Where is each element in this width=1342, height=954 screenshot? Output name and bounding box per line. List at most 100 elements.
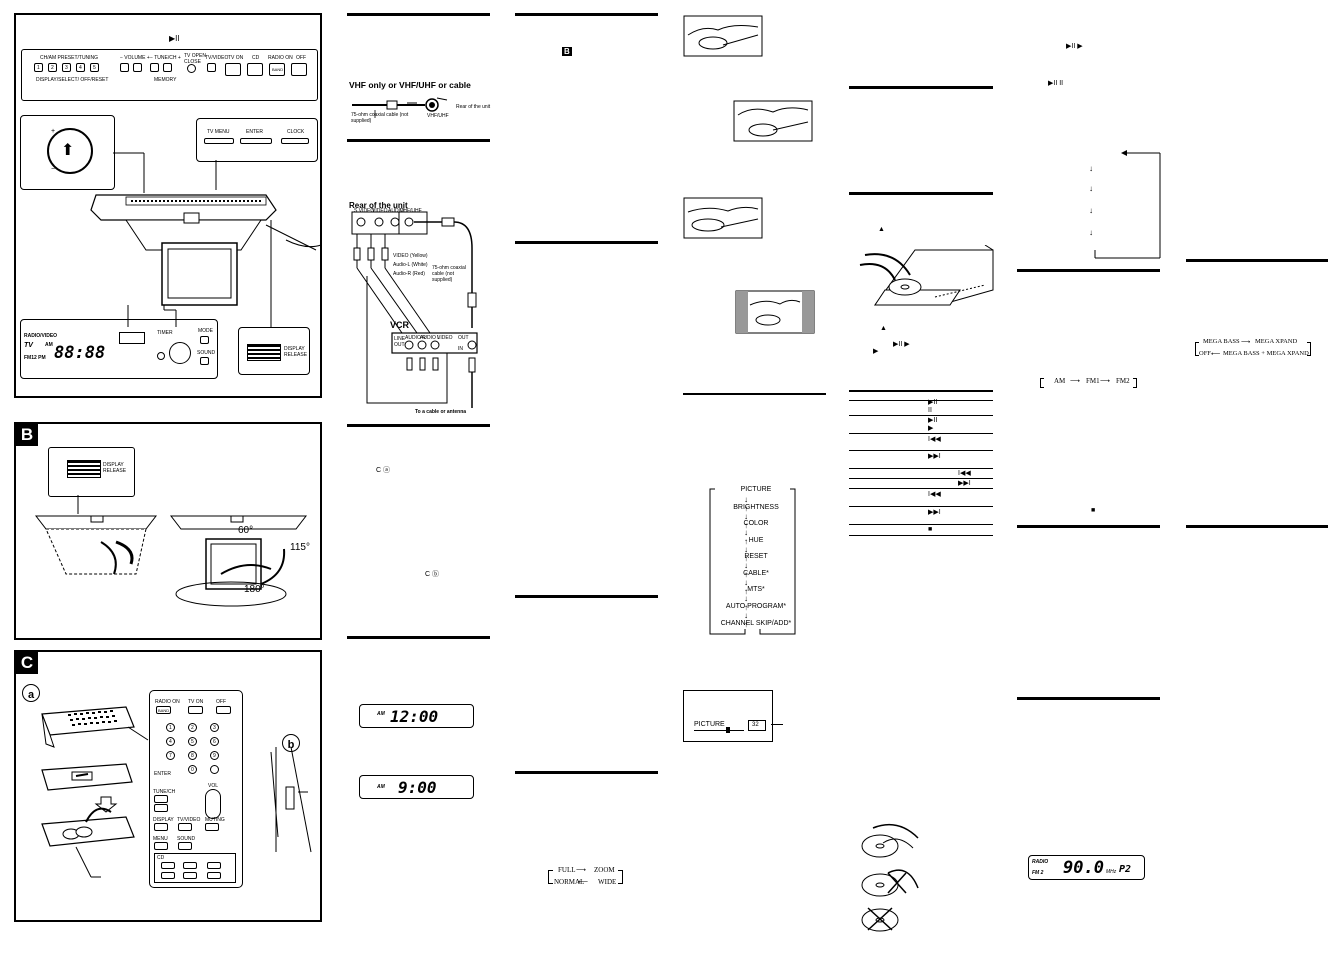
col2-rule-3 <box>347 424 490 427</box>
display-release-button[interactable] <box>247 344 281 361</box>
menu-picture[interactable]: PICTURE <box>740 486 772 493</box>
line-out-label: LINE OUT <box>394 336 406 348</box>
eject-symbol-1: ▲ <box>878 226 885 233</box>
col5-rule-2 <box>849 192 993 195</box>
menu-mts[interactable]: MTS* <box>747 586 765 593</box>
display-button[interactable] <box>154 823 168 831</box>
clock-lcd-1-am: AM <box>377 711 385 717</box>
cd-button[interactable] <box>247 63 263 76</box>
volume-label: − VOLUME + <box>120 55 150 61</box>
open-close-button[interactable] <box>187 64 196 73</box>
picture-slider-thumb[interactable] <box>726 727 730 733</box>
preset-5-button[interactable]: 5 <box>90 63 99 72</box>
picture-slider-label: PICTURE <box>694 721 725 728</box>
mode-button[interactable] <box>200 336 209 344</box>
display-release-button[interactable] <box>67 460 101 478</box>
tune-label: − TUNE/CH + <box>150 55 181 61</box>
num-7-button[interactable]: 7 <box>166 751 175 760</box>
cd-next-button[interactable] <box>183 872 197 879</box>
num-1-button[interactable]: 1 <box>166 723 175 732</box>
tv-video-button[interactable] <box>178 823 192 831</box>
vhf-title: VHF only or VHF/UHF or cable <box>349 80 471 90</box>
out-label: OUT <box>458 335 469 341</box>
sound-button[interactable] <box>178 842 192 850</box>
dial-arrow-icon: ⬆ <box>61 142 75 159</box>
audio-r-label: AUDIO R <box>405 335 426 341</box>
remote-band-button[interactable]: BAND <box>156 706 171 714</box>
clock-lcd-1-digits: 12:00 <box>390 707 439 726</box>
picture-slider-track[interactable] <box>694 730 744 731</box>
band-flow: AM ⟶ FM1 ⟶ FM2 <box>1040 376 1140 390</box>
timer-button[interactable] <box>157 352 165 360</box>
clock-button[interactable] <box>281 138 309 144</box>
menu-color[interactable]: COLOR <box>743 520 769 527</box>
remote-control: RADIO ON TV ON OFF BAND 1 2 3 4 5 6 7 8 … <box>149 690 243 888</box>
preset-2-button[interactable]: 2 <box>48 63 57 72</box>
lcd-fm-label: FM12 PM <box>24 355 46 361</box>
cd-extra-button[interactable] <box>207 872 221 879</box>
menu-auto-program[interactable]: AUTO PROGRAM* <box>725 603 787 610</box>
preset-1-button[interactable]: 1 <box>34 63 43 72</box>
volume-up-button[interactable] <box>133 63 142 72</box>
preset-3-button[interactable]: 3 <box>62 63 71 72</box>
muting-button[interactable] <box>205 823 219 831</box>
num-5-button[interactable]: 5 <box>188 737 197 746</box>
num-4-button[interactable]: 4 <box>166 737 175 746</box>
cd-play-button[interactable] <box>161 862 175 869</box>
cd-prev-button[interactable] <box>161 872 175 879</box>
sound-button[interactable] <box>200 357 209 365</box>
coax-label-2: 75-ohm coaxial cable (not supplied) <box>432 265 466 283</box>
cd-label: CD <box>252 55 260 61</box>
tune-down-button[interactable] <box>150 63 159 72</box>
ref-c-a: C ⓐ <box>376 467 390 474</box>
remote-enter-button[interactable] <box>210 765 219 774</box>
volume-down-button[interactable] <box>120 63 129 72</box>
num-9-button[interactable]: 9 <box>210 751 219 760</box>
table-sym-1: II <box>928 407 932 414</box>
preset-4-button[interactable]: 4 <box>76 63 85 72</box>
unit-illustration <box>90 152 322 327</box>
off-button[interactable] <box>291 63 307 76</box>
menu-reset[interactable]: RESET <box>744 553 768 560</box>
tv-video-button[interactable] <box>207 63 216 72</box>
col2-rule-2 <box>347 139 490 142</box>
lcd-right-block <box>119 332 145 344</box>
tune-up-button[interactable] <box>163 63 172 72</box>
menu-cable[interactable]: CABLE* <box>743 570 769 577</box>
radio-lcd-fm: FM 2 <box>1032 870 1044 876</box>
remote-radio-on-label: RADIO ON <box>155 699 180 705</box>
vhfuhf-small-label: VHF/UHF <box>400 208 422 214</box>
remote-off-button[interactable] <box>216 706 231 714</box>
dial-knob[interactable] <box>47 128 93 174</box>
num-8-button[interactable]: 8 <box>188 751 197 760</box>
tune-ch-up-button[interactable] <box>154 795 168 803</box>
play-symbols: ▶II ▶ <box>893 341 910 348</box>
band-button[interactable]: BAND <box>269 63 285 76</box>
timer-knob[interactable] <box>169 342 191 364</box>
off-label: OFF <box>296 55 306 61</box>
tune-ch-down-button[interactable] <box>154 804 168 812</box>
cd-pause-button[interactable] <box>183 862 197 869</box>
cd-stop-button[interactable] <box>207 862 221 869</box>
video-out-label: VIDEO <box>437 335 453 341</box>
tv-on-button[interactable] <box>225 63 241 76</box>
audio-white-label: Audio-L (White) <box>393 262 428 268</box>
menu-brightness[interactable]: BRIGHTNESS <box>733 504 779 511</box>
eject-symbol-2: ▲ <box>880 325 887 332</box>
tv-menu-button[interactable] <box>204 138 234 144</box>
num-3-button[interactable]: 3 <box>210 723 219 732</box>
audio-label: AUDIO <box>388 208 404 214</box>
table-sym-13: ■ <box>928 526 933 533</box>
num-6-button[interactable]: 6 <box>210 737 219 746</box>
remote-tv-on-button[interactable] <box>188 706 203 714</box>
menu-hue[interactable]: HUE <box>748 537 764 544</box>
menu-button[interactable] <box>154 842 168 850</box>
screen-mode-flow: FULL ⟶ ZOOM NORMAL ⟵ WIDE <box>546 866 626 888</box>
num-0-button[interactable]: 0 <box>188 765 197 774</box>
vol-rocker[interactable] <box>205 789 221 819</box>
coax-label: 75-ohm coaxial cable (not supplied) <box>351 112 409 124</box>
menu-channel-skip-add[interactable]: CHANNEL SKIP/ADD* <box>720 620 792 627</box>
car-screen-wide <box>683 197 763 239</box>
num-2-button[interactable]: 2 <box>188 723 197 732</box>
enter-button[interactable] <box>240 138 272 144</box>
